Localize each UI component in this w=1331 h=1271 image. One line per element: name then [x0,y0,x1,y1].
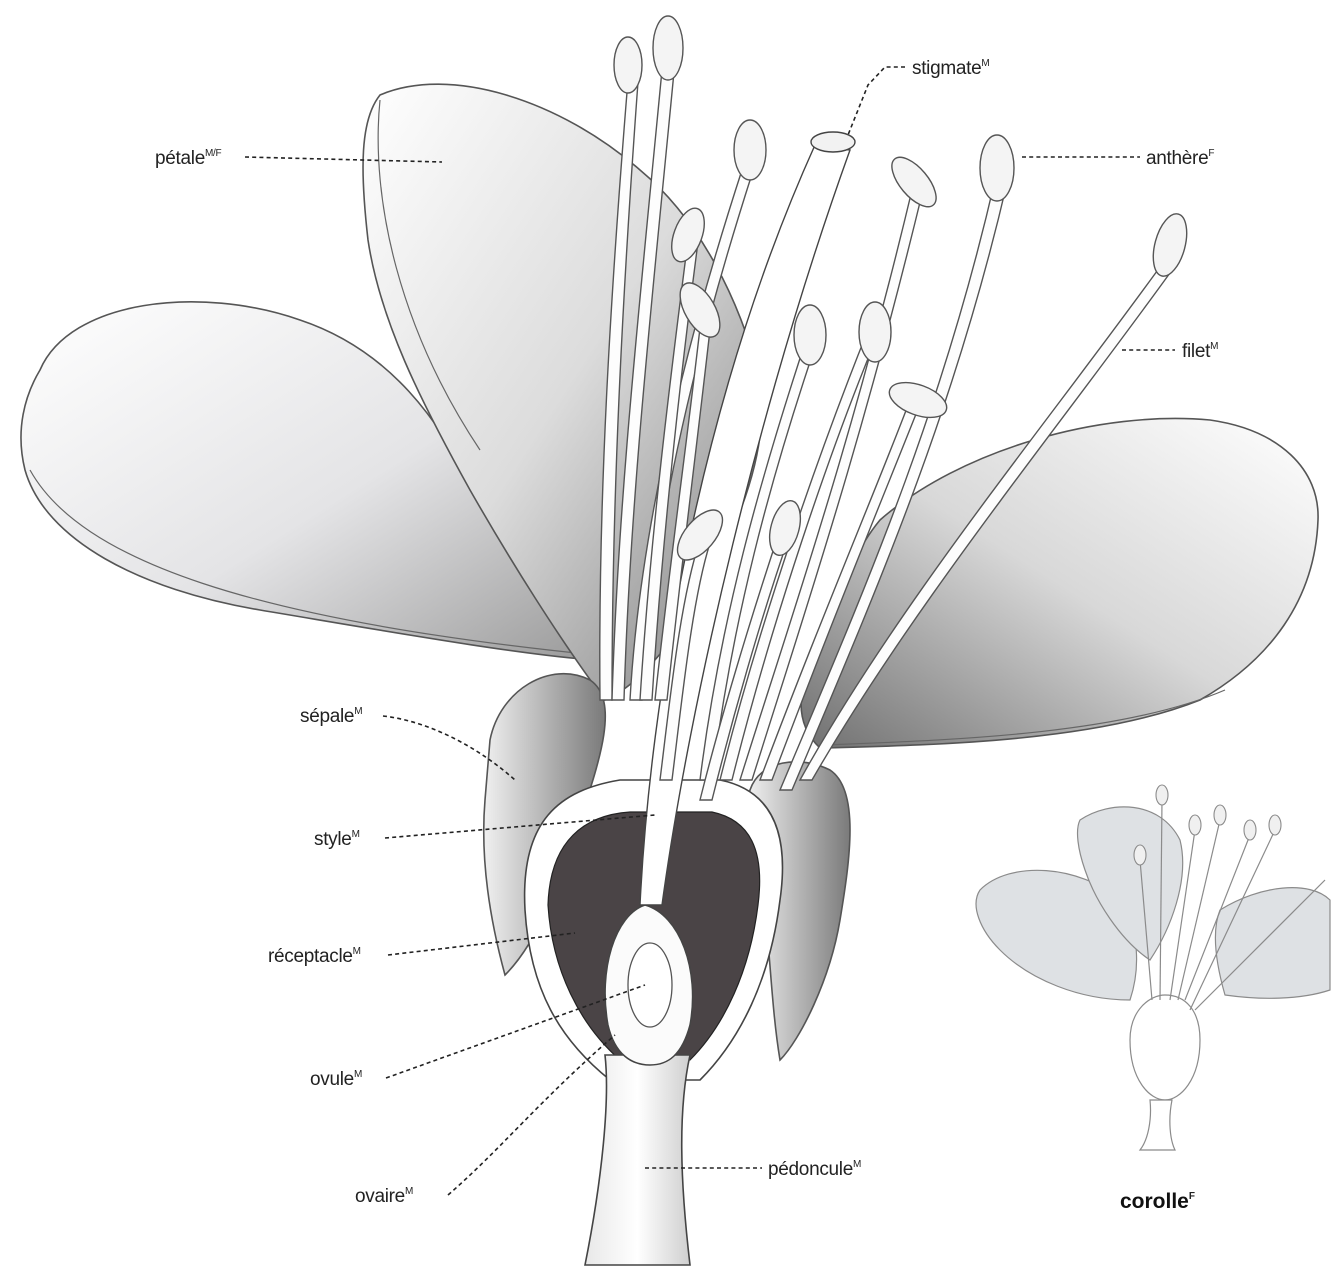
label-stigmate: stigmateM [912,58,989,79]
stigma [811,132,855,152]
label-ovaire: ovaireM [355,1186,413,1207]
label-style: styleM [314,829,360,850]
stem [585,1055,690,1265]
label-petale: pétaleM/F [155,148,221,169]
label-receptacle: réceptacleM [268,946,361,967]
ovule [628,943,672,1027]
label-pedoncule: pédonculeM [768,1159,861,1180]
inset-corolla-illustration [976,785,1330,1150]
inset-caption: corolleF [1120,1190,1195,1213]
flower-illustration [21,16,1318,1265]
label-sepale: sépaleM [300,706,362,727]
label-filet: filetM [1182,341,1218,362]
label-ovule: ovuleM [310,1069,362,1090]
label-anthere: anthèreF [1146,148,1214,169]
